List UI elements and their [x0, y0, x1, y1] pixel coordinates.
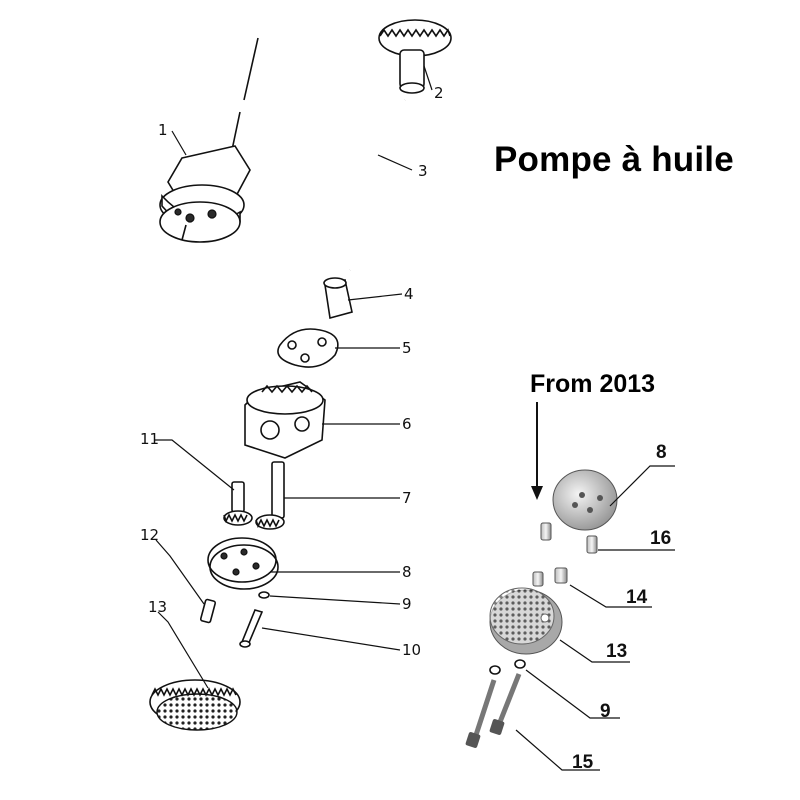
new-part-14-rollers — [532, 567, 568, 587]
leader-lines-left — [155, 65, 433, 689]
callout-left-13-12: 13 — [148, 598, 167, 616]
callout-left-4-3: 4 — [404, 285, 414, 303]
part-10-screw — [239, 609, 264, 648]
part-11-gear-pin — [223, 481, 253, 526]
from-2013-arrow — [531, 402, 543, 500]
leader-lines-right — [515, 465, 675, 771]
callout-left-6-5: 6 — [402, 415, 412, 433]
new-part-13-strainer — [489, 587, 563, 655]
callout-left-10-9: 10 — [402, 641, 421, 659]
part-3-shaft — [347, 99, 408, 271]
diagram-subtitle: From 2013 — [530, 370, 656, 398]
new-part-16-pin-a — [540, 522, 552, 541]
callouts-right: 8 16 14 13 9 15 — [572, 442, 671, 773]
callout-left-8-7: 8 — [402, 563, 412, 581]
callout-right-13-3: 13 — [606, 641, 627, 662]
callout-left-9-8: 9 — [402, 595, 412, 613]
part-4-sleeve — [323, 277, 353, 320]
callout-right-16-1: 16 — [650, 528, 671, 549]
part-1-assembled-pump — [159, 37, 259, 243]
callout-left-7-6: 7 — [402, 489, 412, 507]
new-part-9-washers — [489, 659, 526, 675]
callout-left-12-11: 12 — [140, 526, 159, 544]
part-5-gasket — [277, 328, 339, 368]
part-8-cover-plate — [207, 537, 279, 590]
callout-right-14-2: 14 — [626, 587, 648, 608]
callout-right-9-4: 9 — [600, 701, 611, 722]
new-part-8-plate — [552, 469, 618, 531]
part-7-gear-pin — [255, 461, 285, 530]
part-13-strainer — [149, 679, 241, 731]
part-12-plug — [199, 598, 217, 624]
callout-left-3-2: 3 — [418, 162, 428, 180]
part-9-washer — [258, 591, 270, 599]
callout-right-15-5: 15 — [572, 752, 594, 773]
new-part-16-pin-b — [586, 535, 598, 554]
callout-left-5-4: 5 — [402, 339, 412, 357]
callout-left-11-10: 11 — [140, 430, 159, 448]
callout-right-8-0: 8 — [656, 442, 667, 463]
part-2-drive-gear — [378, 19, 452, 94]
callout-left-2-1: 2 — [434, 84, 444, 102]
part-6-pump-body — [244, 381, 326, 459]
diagram-title: Pompe à huile — [494, 140, 734, 179]
callout-left-1-0: 1 — [158, 121, 168, 139]
new-part-15-bolts — [465, 673, 522, 748]
